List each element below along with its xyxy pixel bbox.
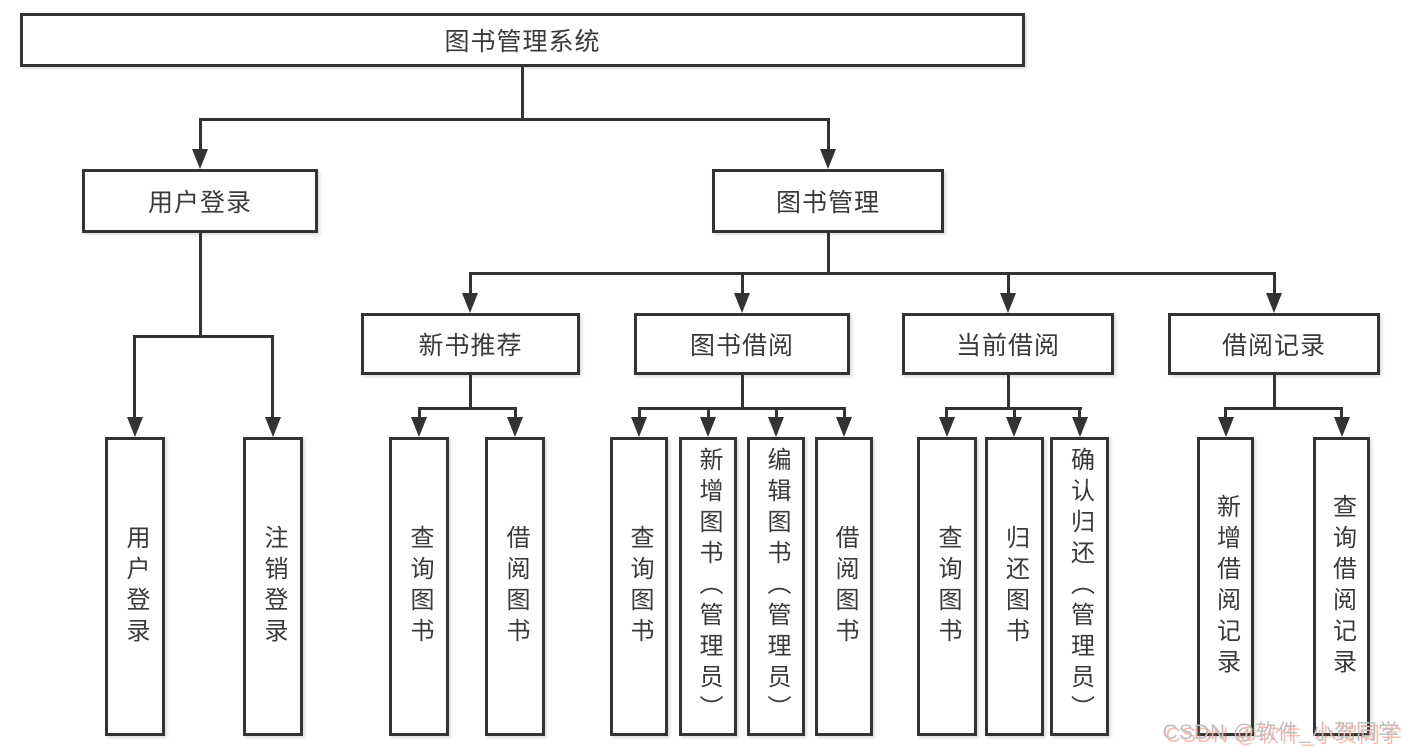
- arrow-down-icon: [1333, 417, 1350, 437]
- leaf-query-books-borrow: 查询图书: [610, 437, 668, 736]
- connector-line: [826, 233, 830, 272]
- connector-line: [468, 272, 1276, 275]
- arrow-down-icon: [265, 417, 281, 437]
- node-label: 图书管理: [775, 189, 880, 217]
- connector-line: [133, 335, 274, 338]
- connector-line: [637, 410, 641, 419]
- leaf-label: 用户登录: [122, 524, 149, 649]
- arrow-down-icon: [462, 293, 478, 313]
- node-book-management: 图书管理: [712, 169, 944, 233]
- connector-line: [198, 121, 202, 151]
- connector-line: [1012, 410, 1016, 419]
- node-label: 借阅记录: [1221, 332, 1326, 360]
- arrow-down-icon: [631, 417, 647, 437]
- connector-line: [842, 410, 846, 419]
- arrow-down-icon: [700, 417, 716, 437]
- node-borrow-records: 借阅记录: [1168, 313, 1380, 375]
- arrow-down-icon: [734, 293, 750, 313]
- connector-line: [1340, 410, 1343, 419]
- arrow-down-icon: [768, 417, 784, 437]
- connector-line: [417, 410, 421, 419]
- connector-line: [468, 375, 472, 407]
- node-label: 新书推荐: [418, 332, 523, 360]
- leaf-borrow-books: 借阅图书: [815, 437, 873, 736]
- leaf-label: 新增借阅记录: [1212, 493, 1240, 680]
- connector-line: [945, 407, 1082, 410]
- connector-line: [774, 410, 778, 419]
- connector-line: [1078, 410, 1081, 419]
- leaf-query-books-current: 查询图书: [917, 437, 977, 736]
- arrow-down-icon: [1266, 293, 1282, 313]
- connector-line: [945, 410, 948, 419]
- connector-line: [826, 121, 830, 151]
- leaf-label: 归还图书: [1001, 524, 1029, 649]
- connector-line: [1224, 407, 1343, 410]
- leaf-label: 新增图书（管理员）: [695, 447, 722, 726]
- connector-line: [417, 407, 517, 410]
- connector-line: [1006, 375, 1010, 407]
- leaf-label: 借阅图书: [831, 524, 858, 649]
- csdn-watermark: CSDN @软件_小贺同学: [1162, 721, 1400, 744]
- arrow-down-icon: [820, 149, 836, 169]
- node-user-login: 用户登录: [82, 169, 318, 233]
- leaf-query-books-recommend: 查询图书: [389, 437, 449, 736]
- arrow-down-icon: [836, 417, 852, 437]
- leaf-user-login: 用户登录: [105, 437, 165, 736]
- node-new-book-recommend: 新书推荐: [361, 313, 580, 375]
- leaf-borrow-books-recommend: 借阅图书: [485, 437, 545, 736]
- connector-line: [637, 407, 846, 410]
- node-label: 当前借阅: [955, 332, 1060, 360]
- connector-line: [133, 338, 136, 419]
- leaf-label: 注销登录: [260, 524, 287, 649]
- node-library-management-system: 图书管理系统: [20, 13, 1025, 67]
- leaf-return-books: 归还图书: [985, 437, 1044, 736]
- connector-line: [1272, 375, 1276, 407]
- leaf-label: 查询图书: [934, 524, 961, 649]
- connector-line: [513, 410, 517, 419]
- connector-line: [198, 118, 830, 121]
- connector-line: [468, 275, 472, 295]
- connector-line: [740, 275, 744, 295]
- arrow-down-icon: [1000, 293, 1016, 313]
- arrow-down-icon: [127, 417, 143, 437]
- leaf-label: 查询借阅记录: [1328, 493, 1356, 680]
- arrow-down-icon: [1071, 417, 1088, 437]
- leaf-add-borrow-record: 新增借阅记录: [1197, 437, 1254, 736]
- arrow-down-icon: [507, 417, 523, 437]
- connector-line: [271, 338, 274, 419]
- leaf-confirm-return-admin: 确认归还（管理员）: [1050, 437, 1109, 736]
- leaf-edit-books-admin: 编辑图书（管理员）: [747, 437, 805, 736]
- node-label: 用户登录: [147, 189, 252, 217]
- connector-line: [198, 233, 202, 335]
- node-label: 图书管理系统: [444, 28, 601, 56]
- leaf-label: 查询图书: [626, 524, 653, 649]
- leaf-label: 确认归还（管理员）: [1066, 447, 1094, 726]
- arrow-down-icon: [938, 417, 955, 437]
- connector-line: [706, 410, 710, 419]
- leaf-add-books-admin: 新增图书（管理员）: [679, 437, 737, 736]
- node-label: 图书借阅: [689, 332, 794, 360]
- leaf-label: 借阅图书: [502, 524, 529, 649]
- arrow-down-icon: [411, 417, 427, 437]
- connector-line: [740, 375, 744, 407]
- leaf-label: 编辑图书（管理员）: [763, 447, 790, 726]
- arrow-down-icon: [1006, 417, 1022, 437]
- connector-line: [1272, 275, 1276, 295]
- connector-line: [520, 67, 524, 118]
- node-book-borrow: 图书借阅: [634, 313, 850, 375]
- arrow-down-icon: [1217, 417, 1234, 437]
- arrow-down-icon: [192, 149, 208, 169]
- connector-line: [1006, 275, 1010, 295]
- node-current-borrow: 当前借阅: [902, 313, 1114, 375]
- leaf-logout-login: 注销登录: [243, 437, 303, 736]
- connector-line: [1224, 410, 1227, 419]
- leaf-query-borrow-record: 查询借阅记录: [1313, 437, 1370, 736]
- leaf-label: 查询图书: [406, 524, 433, 649]
